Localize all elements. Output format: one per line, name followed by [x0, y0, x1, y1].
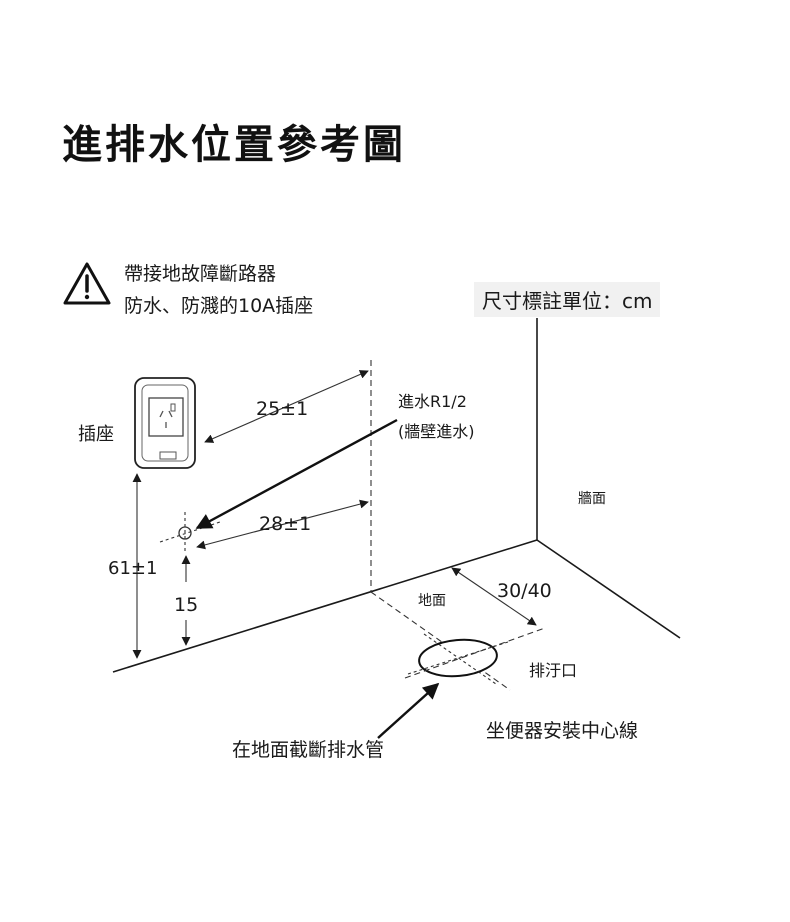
- floor-left-edge: [112, 539, 538, 673]
- inlet-label-line-1: 進水R1/2: [398, 392, 467, 411]
- outlet-distance-label: 30/40: [497, 580, 552, 602]
- unit-note: 尺寸標註單位：cm: [474, 282, 661, 317]
- socket-offset-label: 25±1: [256, 398, 309, 420]
- drain-outlet-icon: [407, 633, 509, 685]
- cut-drain-label: 在地面截斷排水管: [232, 739, 385, 761]
- inlet-height-label: 15: [174, 594, 199, 616]
- wall-socket: [134, 377, 196, 469]
- socket-label: 插座: [78, 424, 114, 445]
- dimension-arrow-inlet-offset: [196, 499, 369, 550]
- warning-triangle-icon: [63, 262, 111, 305]
- page-title: 進排水位置參考圖: [62, 122, 406, 168]
- water-inlet-icon: [159, 512, 221, 552]
- wall-label: 牆面: [578, 491, 606, 507]
- inlet-pointer-arrow: [195, 418, 398, 530]
- toilet-centerline-label: 坐便器安裝中心線: [486, 720, 639, 742]
- floor-reference-line: [370, 591, 511, 691]
- inlet-label-line-2: (牆壁進水): [398, 422, 475, 441]
- cut-drain-pointer-arrow: [377, 682, 440, 739]
- outlet-label: 排汙口: [529, 661, 578, 680]
- dimension-arrow-socket-offset: [204, 370, 369, 443]
- warning-text: 帶接地故障斷路器 防水、防濺的10A插座: [124, 258, 313, 322]
- dimension-arrow-outlet-distance: [451, 567, 537, 626]
- inlet-offset-label: 28±1: [259, 513, 312, 535]
- warning-line-1: 帶接地故障斷路器: [124, 263, 277, 285]
- floor-label: 地面: [418, 593, 446, 609]
- toilet-centerline: [404, 627, 546, 679]
- floor-right-edge: [536, 539, 681, 639]
- socket-height-label: 61±1: [108, 558, 158, 579]
- warning-line-2: 防水、防濺的10A插座: [124, 295, 314, 317]
